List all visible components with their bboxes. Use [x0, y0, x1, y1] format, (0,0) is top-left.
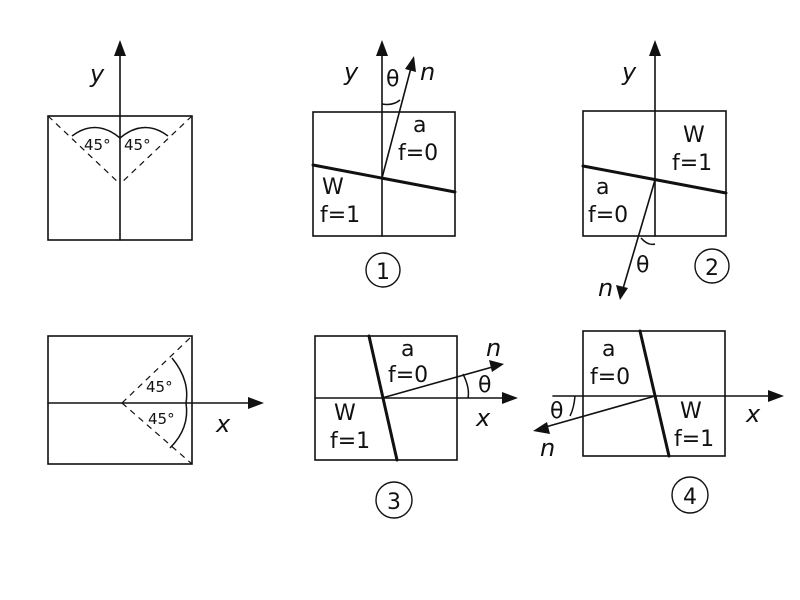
theta-label: θ	[550, 399, 563, 424]
normal-arrowhead	[616, 285, 628, 300]
panel-2: y n θ W f=1 a f=0 2	[581, 40, 730, 302]
theta-arc	[569, 395, 576, 417]
volume-fraction-top: f=0	[388, 363, 428, 388]
angle-arc-right	[119, 126, 169, 139]
interface-line	[311, 163, 457, 194]
volume-fraction-bottom: f=1	[320, 203, 360, 228]
panel-number-circle	[694, 248, 730, 284]
theta-arc	[640, 237, 656, 246]
y-axis-arrowhead	[114, 40, 126, 56]
volume-fraction-top: f=0	[590, 365, 630, 390]
panel-number: 1	[376, 260, 390, 285]
phase-label-bottom: W	[680, 399, 702, 424]
interface-line	[638, 329, 671, 458]
x-axis-arrowhead	[248, 397, 264, 409]
angle-label-bottom: 45°	[148, 410, 175, 428]
volume-fraction-bottom: f=1	[330, 429, 370, 454]
theta-arc	[381, 99, 401, 106]
ref-panel-y: y 45° 45°	[47, 40, 193, 241]
cell-box	[47, 335, 193, 465]
angle-arc-top	[171, 357, 188, 404]
volume-fraction-top: f=0	[398, 141, 438, 166]
normal-label: n	[540, 434, 555, 462]
normal-vector	[621, 179, 656, 293]
panel-number-circle	[365, 252, 401, 288]
volume-fraction-bottom: f=0	[588, 203, 628, 228]
phase-label-top: a	[413, 113, 426, 138]
cone-top-dashed	[121, 335, 193, 404]
cone-right-dashed	[119, 115, 193, 185]
theta-label: θ	[636, 253, 649, 278]
y-axis-arrowhead	[376, 40, 388, 56]
normal-label: n	[420, 58, 435, 86]
phase-label-bottom: W	[334, 401, 356, 426]
panel-number: 4	[683, 485, 697, 510]
panel-4: x n θ a f=0 W f=1 4	[533, 329, 784, 514]
panel-number: 3	[387, 490, 401, 515]
angle-label-right: 45°	[124, 136, 151, 154]
volume-fraction-top: f=1	[672, 151, 712, 176]
phase-label-bottom: a	[596, 175, 609, 200]
panel-1: y n θ a f=0 W f=1 1	[311, 40, 457, 288]
angle-label-left: 45°	[84, 136, 111, 154]
cone-left-dashed	[47, 115, 121, 185]
cell-box	[312, 111, 456, 237]
x-axis-arrowhead	[502, 392, 518, 404]
phase-label-top: a	[401, 337, 414, 362]
phase-label-bottom: W	[322, 175, 344, 200]
normal-arrowhead	[533, 422, 550, 434]
panel-3: x n θ a f=0 W f=1 3	[314, 334, 518, 519]
theta-label: θ	[386, 67, 399, 92]
ref-panel-x: x 45° 45°	[47, 335, 264, 465]
panel-number: 2	[705, 256, 719, 281]
normal-arrowhead	[489, 360, 504, 372]
phase-label-top: a	[602, 337, 615, 362]
normal-label: n	[598, 274, 613, 302]
volume-fraction-bottom: f=1	[674, 427, 714, 452]
normal-vector	[541, 395, 656, 429]
y-axis-label: y	[343, 58, 359, 86]
normal-arrowhead	[405, 56, 416, 72]
y-axis-label: y	[89, 60, 105, 88]
y-axis-label: y	[621, 58, 637, 86]
theta-arc	[462, 373, 470, 399]
x-axis-label: x	[475, 404, 491, 432]
cone-bottom-dashed	[121, 402, 193, 465]
angle-arc-bottom	[169, 402, 188, 449]
x-axis-arrowhead	[768, 390, 784, 402]
normal-vector	[381, 63, 413, 179]
cell-box	[582, 330, 726, 457]
y-axis-arrowhead	[649, 40, 661, 56]
normal-label: n	[486, 334, 501, 362]
angle-arc-left	[71, 126, 121, 139]
panel-number-circle	[375, 481, 413, 519]
normal-vector	[381, 365, 497, 399]
x-axis-label: x	[745, 400, 761, 428]
phase-label-top: W	[683, 123, 705, 148]
theta-label: θ	[478, 373, 491, 398]
angle-label-top: 45°	[146, 378, 173, 396]
panel-number-circle	[671, 476, 709, 514]
x-axis-label: x	[215, 410, 231, 438]
